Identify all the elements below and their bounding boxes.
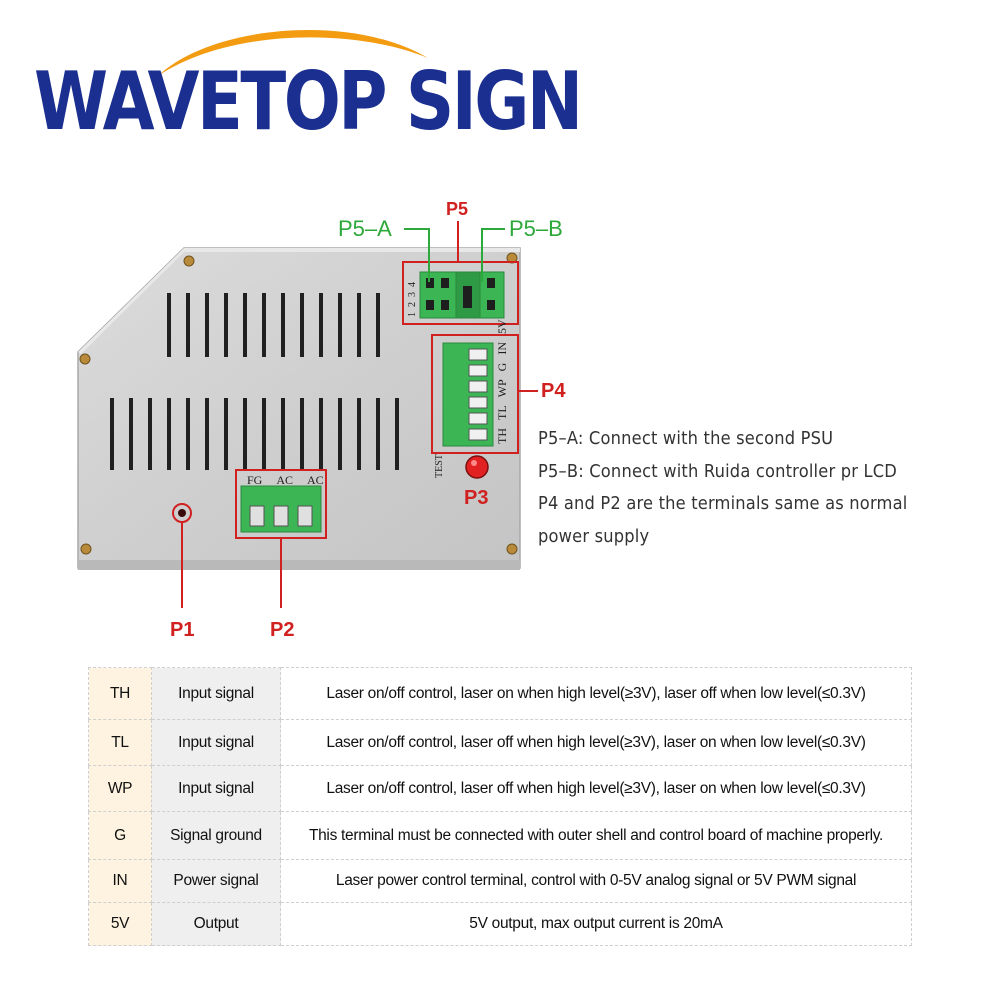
p2-ac-terminal (235, 469, 327, 539)
p3-test-button (465, 455, 489, 479)
p4-label-wp: WP (495, 379, 509, 398)
label-p1: P1 (170, 619, 195, 641)
label-p2: P2 (270, 619, 295, 641)
table-row: 5V Output 5V output, max output current … (88, 902, 912, 946)
p4-label-tl: TL (495, 405, 509, 420)
p4-label-g: G (495, 362, 509, 372)
description-cell: This terminal must be connected with out… (280, 811, 912, 860)
description-cell: Laser on/off control, laser off when hig… (280, 765, 912, 812)
pin-cell: IN (88, 859, 152, 903)
p4-terminal-labels: TH TL WP G IN 5V (492, 319, 522, 448)
type-cell: Input signal (151, 719, 281, 766)
pin-function-table: TH Input signal Laser on/off control, la… (88, 667, 912, 946)
p2-terminal-labels: FG AC AC (247, 473, 324, 487)
note-p5-a: P5–A: Connect with the second PSU (538, 429, 834, 449)
note-p4-p2-cont: power supply (538, 527, 650, 547)
label-p5-b: P5–B (509, 216, 563, 241)
p5-pin-numbers: 1 2 3 4 (407, 282, 418, 317)
description-cell: 5V output, max output current is 20mA (280, 902, 912, 946)
type-cell: Power signal (151, 859, 281, 903)
note-p5-b: P5–B: Connect with Ruida controller pr L… (538, 462, 897, 482)
p4-label-5v: 5V (495, 319, 509, 334)
p4-label-in: IN (495, 341, 509, 355)
logo-swoosh-arc (158, 30, 428, 76)
callout-lines (181, 221, 538, 608)
vent-grille-lower (110, 398, 399, 470)
description-cell: Laser on/off control, laser off when hig… (280, 719, 912, 766)
table-row: WP Input signal Laser on/off control, la… (88, 765, 912, 812)
label-p3: P3 (464, 487, 489, 509)
p5-terminal-block (402, 261, 519, 325)
label-p5-a: P5–A (338, 216, 392, 241)
table-row: G Signal ground This terminal must be co… (88, 811, 912, 860)
table-row: TL Input signal Laser on/off control, la… (88, 719, 912, 766)
test-label: TEST (434, 454, 445, 478)
type-cell: Input signal (151, 667, 281, 720)
type-cell: Signal ground (151, 811, 281, 860)
vent-grille-upper (167, 293, 380, 357)
description-cell: Laser on/off control, laser on when high… (280, 667, 912, 720)
label-p4: P4 (541, 380, 566, 402)
pin-cell: WP (88, 765, 152, 812)
table-row: TH Input signal Laser on/off control, la… (88, 667, 912, 720)
label-p5: P5 (446, 199, 469, 219)
type-cell: Output (151, 902, 281, 946)
pin-cell: 5V (88, 902, 152, 946)
description-cell: Laser power control terminal, control wi… (280, 859, 912, 903)
brand-logo: WAVETOP SIGN (34, 55, 583, 148)
pin-cell: G (88, 811, 152, 860)
p4-label-th: TH (495, 428, 509, 444)
power-supply-photo (77, 221, 538, 608)
screw-icon (79, 252, 518, 555)
note-p4-p2: P4 and P2 are the terminals same as norm… (538, 494, 908, 514)
table-row: IN Power signal Laser power control term… (88, 859, 912, 903)
type-cell: Input signal (151, 765, 281, 812)
pin-cell: TL (88, 719, 152, 766)
pin-cell: TH (88, 667, 152, 720)
p4-terminal-block (431, 334, 519, 454)
